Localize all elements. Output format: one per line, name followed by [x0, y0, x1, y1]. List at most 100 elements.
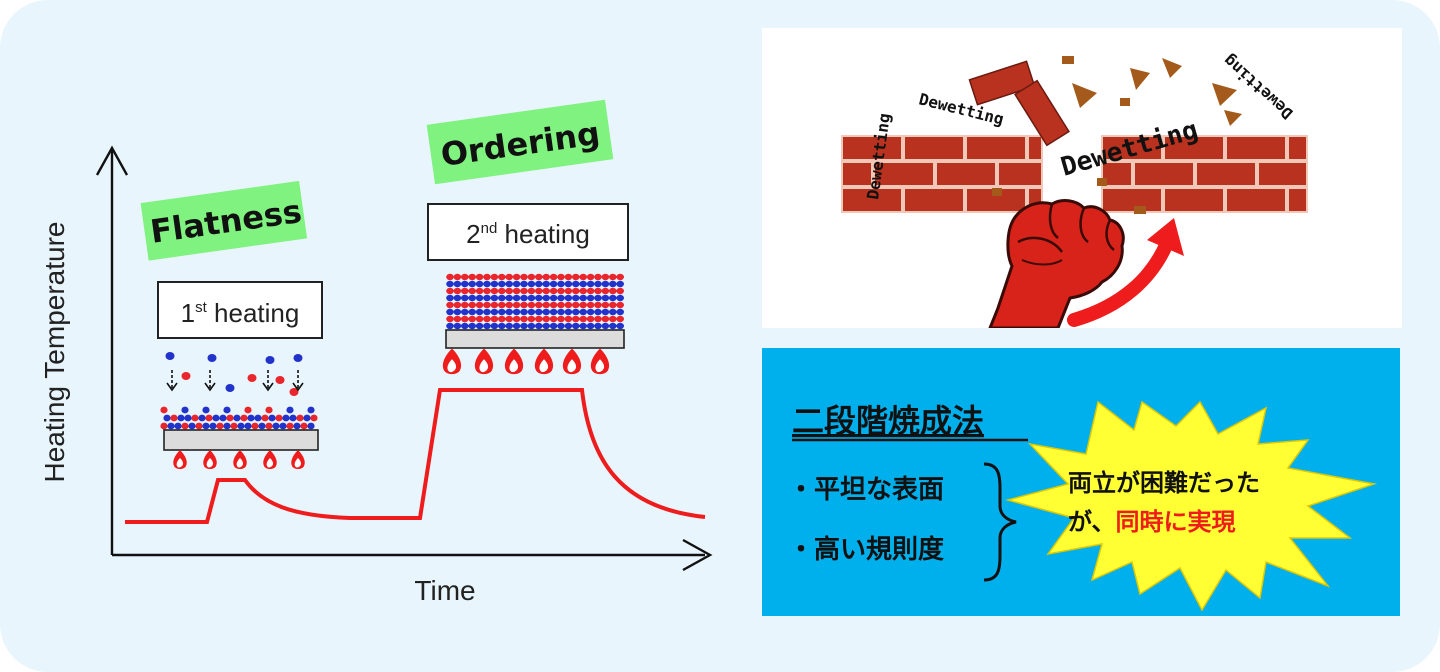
atom — [498, 301, 506, 309]
burst-shape — [1005, 400, 1377, 612]
feature-item: ・高い規則度 — [788, 534, 944, 565]
atom — [453, 301, 462, 309]
y-axis-arrow-icon — [95, 145, 129, 176]
atom — [520, 301, 528, 309]
brick — [1163, 135, 1225, 161]
atom — [205, 414, 213, 422]
atom — [527, 280, 536, 288]
atom — [527, 322, 536, 330]
atom — [461, 280, 469, 288]
atom — [579, 315, 587, 323]
atom — [535, 315, 543, 323]
brick-wall-panel: Dewetting Dewetting Dewetting Dewetting — [762, 28, 1402, 328]
burst-text-line1: 両立が困難だった — [1068, 469, 1260, 497]
atom — [549, 301, 558, 309]
atom — [542, 315, 550, 323]
atom — [586, 308, 595, 316]
atom — [601, 280, 610, 288]
debris — [1162, 58, 1182, 78]
atom — [453, 273, 462, 281]
atom — [490, 287, 499, 295]
atom — [293, 422, 301, 430]
brick — [1225, 135, 1287, 161]
atom — [520, 287, 528, 295]
atom — [505, 315, 513, 323]
brick — [1257, 161, 1308, 187]
atom — [520, 315, 528, 323]
atom — [512, 315, 521, 323]
flame-icon — [173, 450, 187, 469]
summary-graphic: 二段階焼成法 ・平坦な表面 ・高い規則度 両立が困難だった が、同時に実現 — [788, 400, 1377, 612]
atom — [520, 294, 528, 302]
first-heating-label: 1st heating — [181, 298, 300, 328]
atom — [498, 322, 506, 330]
atom — [557, 287, 565, 295]
atom — [564, 287, 573, 295]
atom — [296, 414, 304, 422]
atom — [498, 315, 506, 323]
brick — [1195, 161, 1257, 187]
atom — [490, 294, 499, 302]
atom — [609, 322, 617, 330]
atom — [512, 322, 521, 330]
brick — [903, 135, 965, 161]
brick — [1027, 135, 1043, 161]
atom — [579, 280, 587, 288]
atom — [453, 280, 462, 288]
atom — [586, 322, 595, 330]
atom — [594, 301, 602, 309]
brick — [1101, 187, 1163, 213]
atom — [475, 294, 484, 302]
atom — [594, 287, 602, 295]
atom — [490, 308, 499, 316]
atom — [520, 280, 528, 288]
x-axis-label: Time — [414, 575, 475, 606]
atom — [601, 294, 610, 302]
atom — [188, 422, 196, 430]
falling-atom — [225, 384, 235, 392]
second-substrate — [445, 329, 625, 349]
atom — [535, 294, 543, 302]
atom — [505, 322, 513, 330]
atom — [609, 308, 617, 316]
falling-atom — [165, 352, 175, 360]
atom — [586, 287, 595, 295]
atom — [226, 414, 234, 422]
atom — [557, 273, 565, 281]
brick — [873, 161, 935, 187]
atom — [512, 287, 521, 295]
atom — [490, 280, 499, 288]
atom — [512, 273, 521, 281]
atom — [483, 301, 491, 309]
atom — [468, 301, 477, 309]
atom — [594, 280, 602, 288]
atom — [579, 301, 587, 309]
atom — [572, 273, 580, 281]
flying-brick — [968, 60, 1036, 106]
atom — [468, 315, 477, 323]
atom — [616, 280, 624, 288]
atom — [549, 315, 558, 323]
atom — [461, 287, 469, 295]
atom — [468, 294, 477, 302]
falling-atom — [293, 354, 303, 362]
summary-panel: 二段階焼成法 ・平坦な表面 ・高い規則度 両立が困難だった が、同時に実現 — [762, 348, 1400, 616]
brick — [903, 187, 965, 213]
atom — [216, 422, 224, 430]
atom — [174, 422, 182, 430]
atom — [461, 308, 469, 316]
atom — [542, 294, 550, 302]
first-heating-box — [157, 281, 323, 339]
atom — [498, 287, 506, 295]
atom — [549, 308, 558, 316]
second-flame-row — [442, 348, 610, 375]
atom — [490, 301, 499, 309]
atom — [535, 301, 543, 309]
atom — [564, 280, 573, 288]
atom — [483, 322, 491, 330]
atom — [527, 301, 536, 309]
atom — [498, 280, 506, 288]
atom — [557, 322, 565, 330]
brick — [1163, 187, 1225, 213]
atom — [609, 280, 617, 288]
